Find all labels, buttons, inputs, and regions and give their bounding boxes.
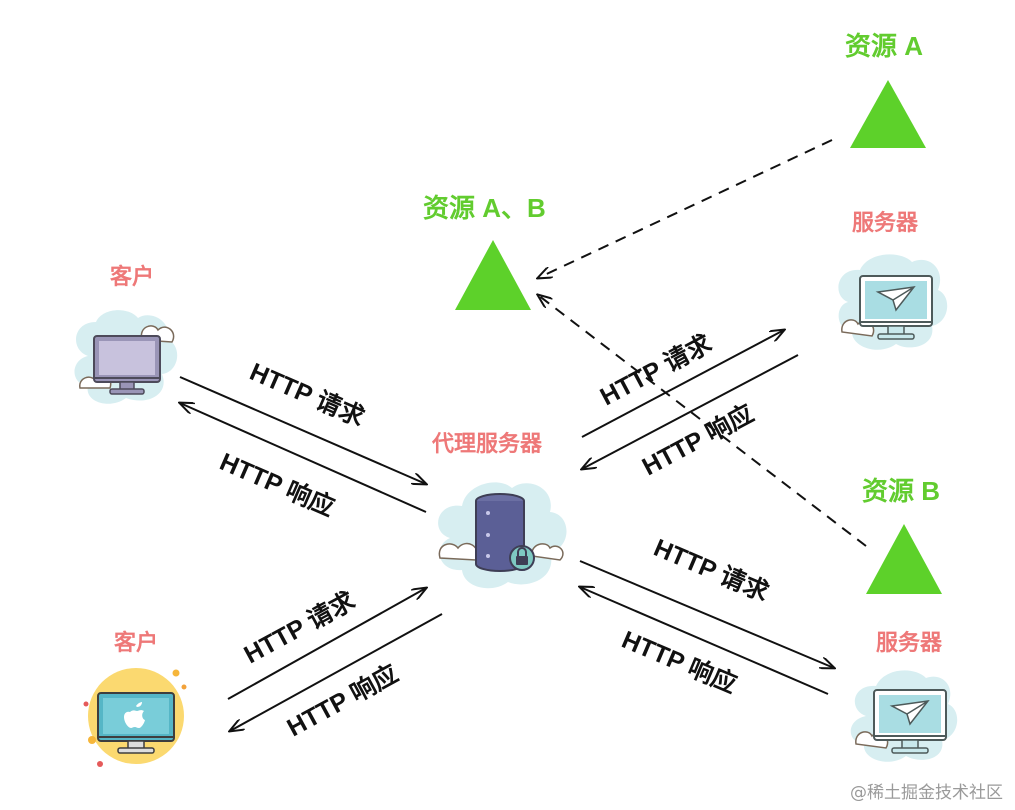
arrow-top-left-response <box>180 403 427 513</box>
label-top-left-response: HTTP 响应 <box>216 447 339 522</box>
dashed-arrow-resource-a <box>538 139 833 278</box>
paper-plane-icon <box>889 700 930 726</box>
resource-a-triangle <box>850 80 926 148</box>
arrow-top-right-response <box>582 354 799 469</box>
label-bottom-right-request: HTTP 请求 <box>650 534 773 607</box>
arrow-top-left-request <box>179 376 426 484</box>
resource-ab-label: 资源 A、B <box>423 193 546 223</box>
proxy-server-icon <box>438 482 567 589</box>
arrow-bottom-left-request <box>227 588 426 700</box>
label-top-right-request: HTTP 请求 <box>596 329 717 411</box>
dashed-arrow-resource-b <box>538 295 867 547</box>
resource-ab-triangle <box>455 240 531 310</box>
client-top-icon <box>74 310 178 404</box>
server-top-label: 服务器 <box>852 211 919 236</box>
arrow-top-right-request <box>581 330 784 438</box>
paper-plane-icon <box>875 286 916 312</box>
server-top-icon <box>838 254 948 350</box>
client-bottom-label: 客户 <box>114 630 158 656</box>
label-top-right-response: HTTP 响应 <box>637 399 758 482</box>
resource-b-label: 资源 B <box>862 476 940 506</box>
proxy-label: 代理服务器 <box>431 432 543 457</box>
client-bottom-icon <box>83 668 187 767</box>
label-bottom-right-response: HTTP 响应 <box>618 625 741 699</box>
arrow-bottom-left-response <box>230 613 443 731</box>
label-bottom-left-request: HTTP 请求 <box>240 587 360 670</box>
client-top-label: 客户 <box>110 264 154 290</box>
server-bottom-label: 服务器 <box>876 631 943 656</box>
arrow-bottom-right-request <box>579 560 834 668</box>
arrow-bottom-right-response <box>580 587 829 695</box>
resource-a-label: 资源 A <box>845 31 923 61</box>
server-bottom-icon <box>850 670 958 762</box>
watermark: @稀土掘金技术社区 <box>850 783 1003 803</box>
label-bottom-left-response: HTTP 响应 <box>282 659 403 743</box>
label-top-left-request: HTTP 请求 <box>246 358 369 432</box>
resource-b-triangle <box>866 524 942 594</box>
apple-logo-icon <box>124 702 145 728</box>
